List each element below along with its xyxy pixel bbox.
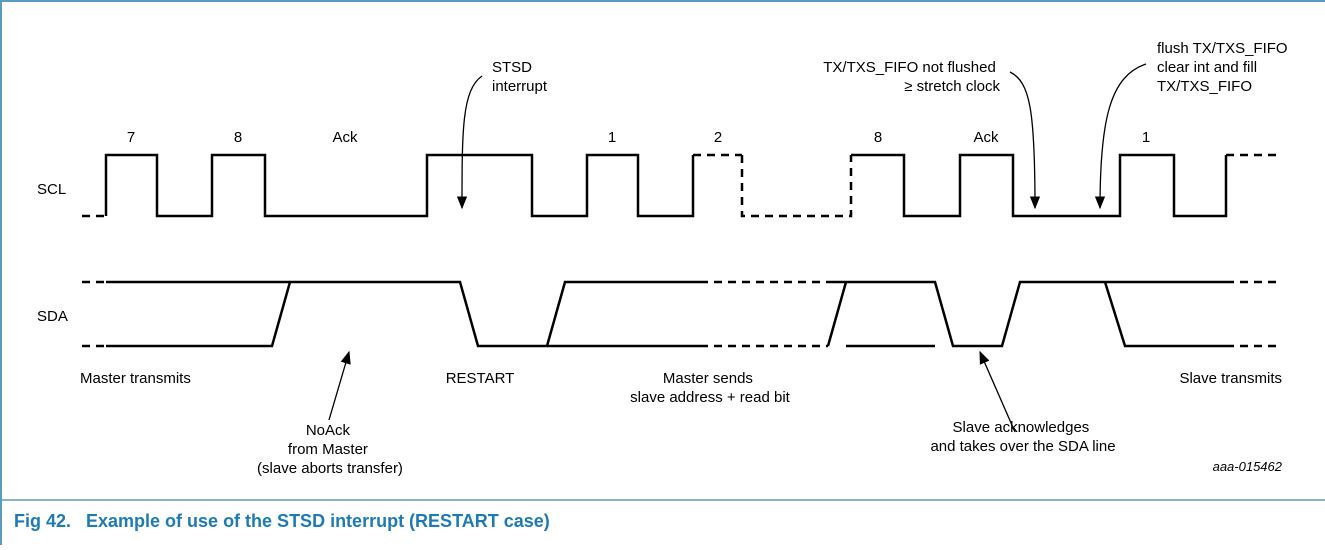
bit-label-ack-second: Ack: [973, 129, 999, 146]
txfifo-not-flushed-label: TX/TXS_FIFO not flushed ≥ stretch clock: [823, 59, 1000, 95]
master-transmits-label: Master transmits: [80, 370, 191, 387]
slave-acknowledges-label: Slave acknowledges and takes over the SD…: [930, 419, 1115, 455]
bit-label-1-second: 1: [1142, 129, 1150, 146]
master-sends-label: Master sends slave address + read bit: [630, 370, 791, 406]
flush-label: flush TX/TXS_FIFO clear int and fill TX/…: [1157, 40, 1292, 95]
bit-label-2: 2: [714, 129, 722, 146]
scl-label: SCL: [37, 181, 66, 198]
bit-label-7: 7: [127, 129, 135, 146]
stsd-arrow: [456, 75, 483, 210]
sda-waveform: [82, 280, 1282, 348]
bit-label-8: 8: [234, 129, 242, 146]
stsd-label: STSD interrupt: [492, 59, 548, 95]
scl-waveform: [82, 153, 1282, 218]
bit-label-1: 1: [608, 129, 616, 146]
slave-ack-arrow: [979, 350, 1016, 433]
noack-label: NoAck from Master (slave aborts transfer…: [257, 422, 403, 477]
figure-id: aaa-015462: [1213, 459, 1283, 474]
bit-label-ack: Ack: [332, 129, 358, 146]
figure-caption: Fig 42. Example of use of the STSD inter…: [14, 511, 550, 531]
flush-arrow: [1094, 63, 1147, 210]
restart-label: RESTART: [446, 370, 515, 387]
sda-label: SDA: [37, 308, 68, 325]
txfifo-arrow: [1009, 71, 1041, 210]
noack-arrow: [328, 350, 351, 421]
bit-label-8-second: 8: [874, 129, 882, 146]
slave-transmits-label: Slave transmits: [1179, 370, 1282, 387]
